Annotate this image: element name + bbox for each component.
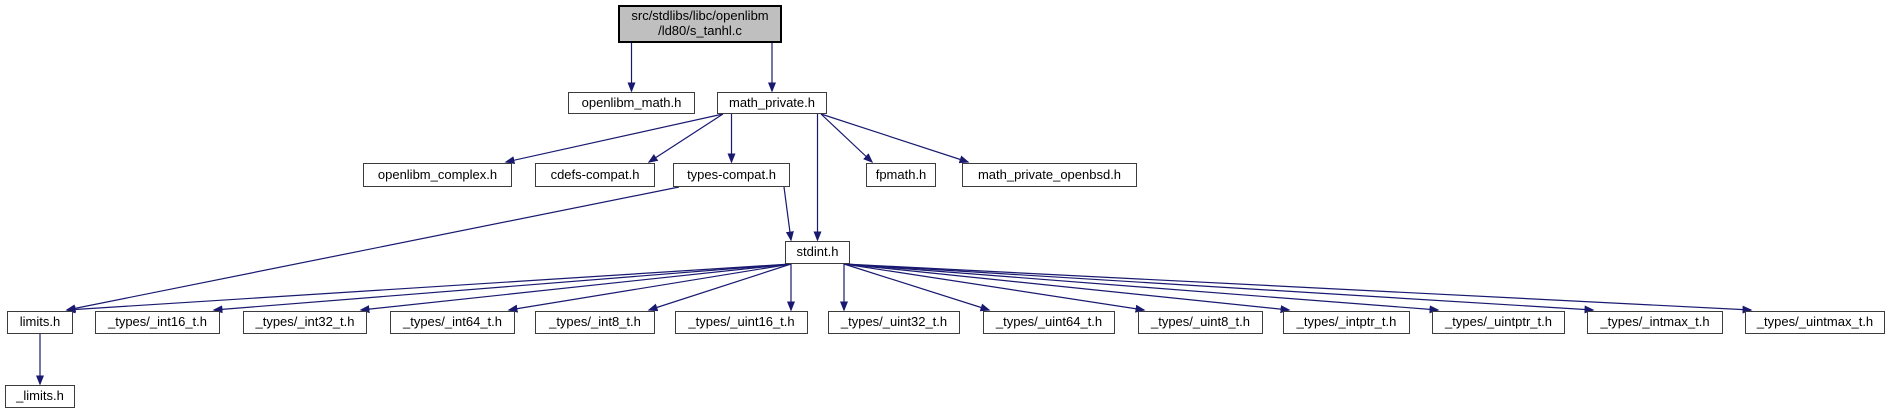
graph-node-uint32[interactable]: _types/_uint32_t.h xyxy=(828,311,960,334)
edge-math_private-cdefs_compat xyxy=(647,113,724,163)
edge-stdint-int32 xyxy=(359,263,792,314)
graph-node-int64[interactable]: _types/_int64_t.h xyxy=(390,311,515,334)
graph-node-s_tanhl: src/stdlibs/libc/openlibm /ld80/s_tanhl.… xyxy=(618,5,782,43)
edge-stdint-uintptr xyxy=(843,263,1440,314)
graph-node-uintmax[interactable]: _types/_uintmax_t.h xyxy=(1745,311,1885,334)
edge-stdint-intmax xyxy=(843,263,1595,314)
graph-node-math_private[interactable]: math_private.h xyxy=(717,92,827,114)
edge-math_private-openlibm_complex xyxy=(504,113,724,165)
graph-node-intmax[interactable]: _types/_intmax_t.h xyxy=(1587,311,1723,334)
graph-node-uint64[interactable]: _types/_uint64_t.h xyxy=(983,311,1115,334)
graph-node-int32[interactable]: _types/_int32_t.h xyxy=(243,311,367,334)
edge-stdint-int8 xyxy=(647,263,792,312)
graph-node-math_private_openbsd[interactable]: math_private_openbsd.h xyxy=(962,163,1137,187)
edge-stdint-uintmax xyxy=(843,263,1753,314)
graph-node-uint8[interactable]: _types/_uint8_t.h xyxy=(1138,311,1263,334)
edge-stdint-int16 xyxy=(212,263,792,314)
graph-node-openlibm_math[interactable]: openlibm_math.h xyxy=(568,92,695,114)
graph-node-int8[interactable]: _types/_int8_t.h xyxy=(535,311,655,334)
graph-node-fpmath[interactable]: fpmath.h xyxy=(866,163,936,187)
edge-stdint-uint64 xyxy=(843,263,991,312)
graph-node-cdefs_compat[interactable]: cdefs-compat.h xyxy=(535,163,655,187)
edge-types_compat-limits xyxy=(65,186,680,313)
graph-node-stdint[interactable]: stdint.h xyxy=(785,241,850,264)
edge-stdint-intptr xyxy=(843,263,1291,314)
graph-node-uint16[interactable]: _types/_uint16_t.h xyxy=(675,311,808,334)
edge-types_compat-stdint xyxy=(783,186,794,242)
edge-stdint-int64 xyxy=(507,263,792,313)
graph-node-intptr[interactable]: _types/_intptr_t.h xyxy=(1283,311,1410,334)
graph-node-uintptr[interactable]: _types/_uintptr_t.h xyxy=(1432,311,1565,334)
graph-node-_limits[interactable]: _limits.h xyxy=(5,385,75,408)
graph-node-openlibm_complex[interactable]: openlibm_complex.h xyxy=(363,163,512,187)
edge-math_private-math_private_openbsd xyxy=(820,113,970,164)
edge-math_private-fpmath xyxy=(820,113,874,164)
graph-node-types_compat[interactable]: types-compat.h xyxy=(673,163,790,187)
edge-stdint-uint8 xyxy=(843,263,1146,313)
edge-stdint-limits xyxy=(65,263,792,314)
graph-node-int16[interactable]: _types/_int16_t.h xyxy=(95,311,220,334)
graph-node-limits[interactable]: limits.h xyxy=(7,311,73,334)
